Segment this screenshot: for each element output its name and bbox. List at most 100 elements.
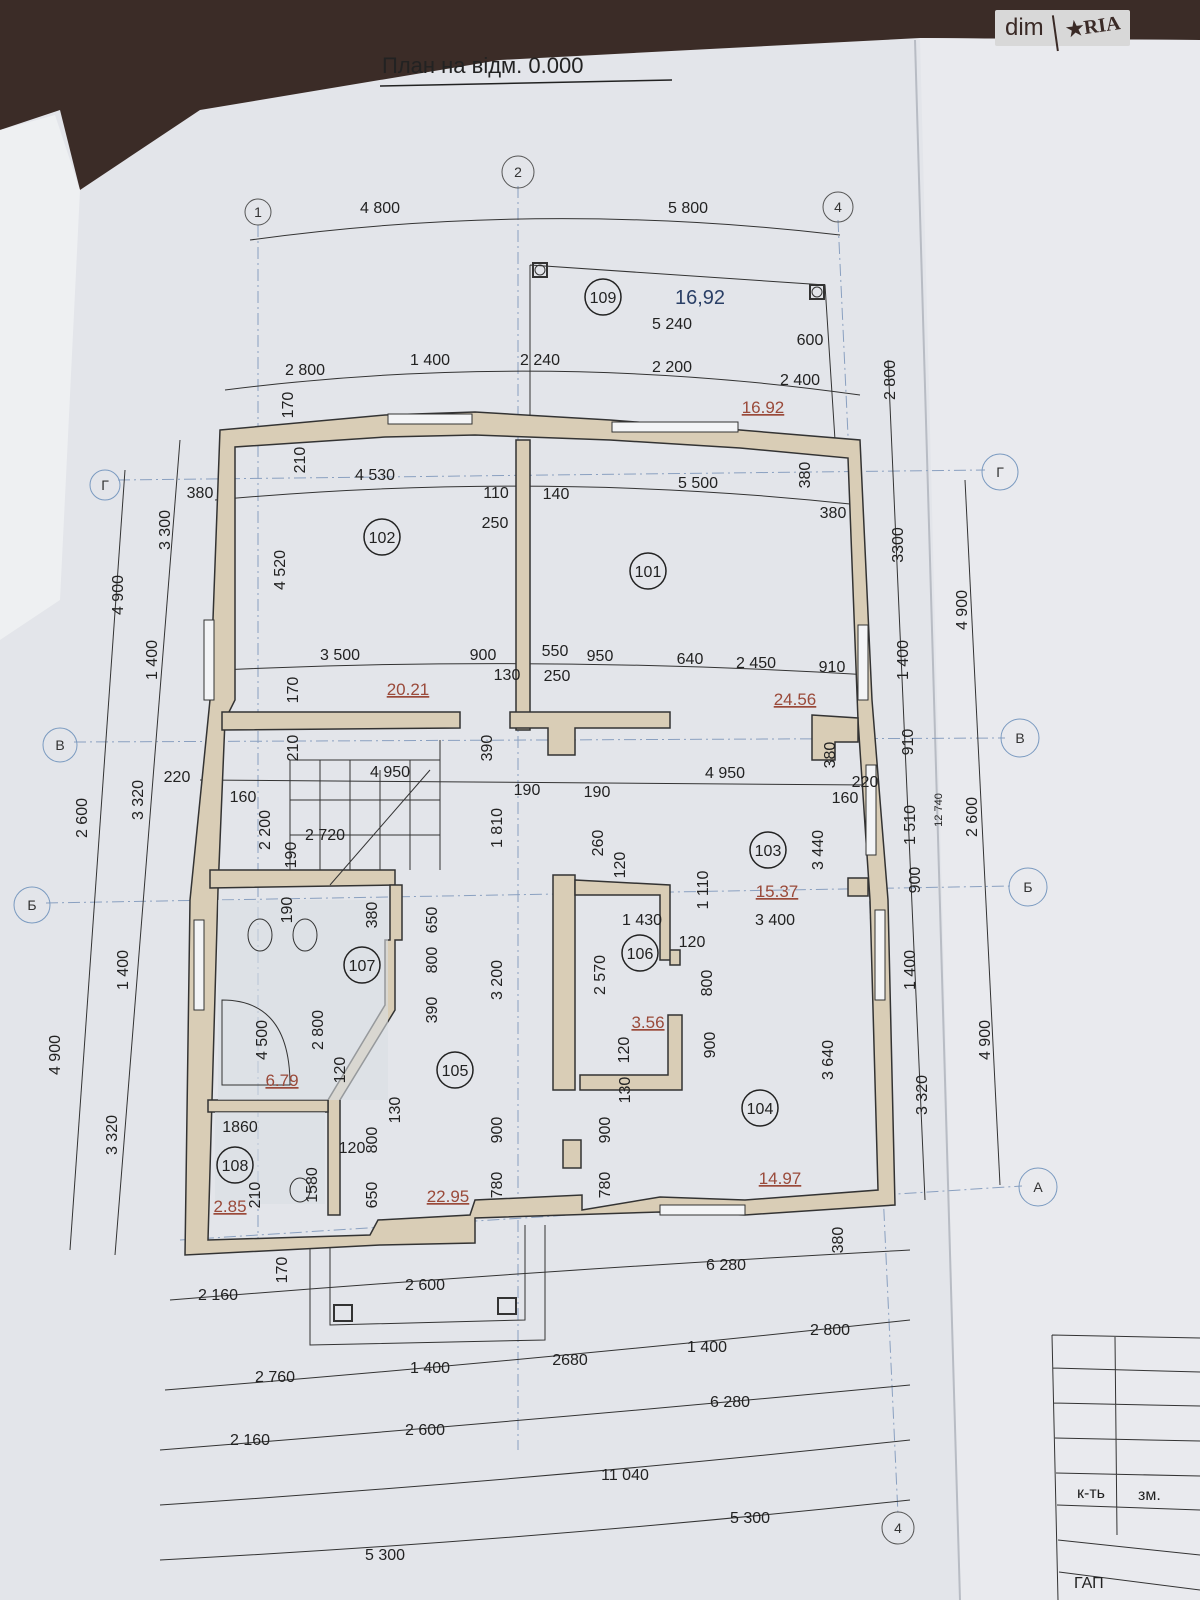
dimension-label: 2 160	[230, 1432, 270, 1449]
dimension-label: 650	[424, 907, 441, 934]
dimension-label: 6 280	[706, 1257, 746, 1274]
dimension-label: 380	[797, 462, 814, 489]
dimension-label: 260	[590, 830, 607, 857]
dimension-label: 2 800	[310, 1010, 327, 1050]
room-number: 104	[747, 1101, 774, 1118]
dimension-label: 2 600	[405, 1277, 445, 1294]
axis-marker-2: 2	[501, 155, 535, 189]
dimension-label: 12 740	[933, 793, 945, 827]
dimension-label: 1 400	[115, 950, 132, 990]
dimension-label: 800	[364, 1127, 381, 1154]
dimension-label: 2 800	[882, 360, 899, 400]
dimension-label: 800	[424, 947, 441, 974]
dimension-label: 190	[279, 897, 296, 924]
dimension-label: 910	[900, 729, 917, 756]
title-block-change: зм.	[1138, 1487, 1161, 1504]
dimension-label: 900	[470, 647, 497, 664]
dimension-label: 170	[280, 392, 297, 419]
room-area: 14.97	[759, 1169, 802, 1188]
dimension-label: 1 400	[902, 950, 919, 990]
room-number: 105	[442, 1063, 469, 1080]
dimension-label: 1 400	[895, 640, 912, 680]
dimension-label: 600	[797, 332, 824, 349]
dimension-label: 110	[483, 485, 509, 502]
dimension-label: 5 240	[652, 316, 692, 333]
room-number: 103	[755, 843, 782, 860]
dimension-label: 950	[587, 648, 614, 665]
dimension-label: 900	[489, 1117, 506, 1144]
left-page	[0, 115, 80, 640]
dimension-label: 220	[164, 769, 191, 786]
dimension-label: 1 510	[902, 805, 919, 845]
dimension-label: 4 800	[360, 200, 400, 217]
dimension-label: 380	[820, 505, 847, 522]
dimension-label: 1 810	[489, 808, 506, 848]
svg-text:2: 2	[514, 164, 522, 180]
dimension-label: 910	[819, 659, 846, 676]
room-area: 24.56	[774, 690, 817, 709]
room-number: 107	[349, 958, 376, 975]
dimension-label: 2 450	[736, 655, 776, 672]
dimension-label: 900	[597, 1117, 614, 1144]
dimension-label: 250	[544, 668, 571, 685]
dimension-label: 5 500	[678, 475, 718, 492]
axis-marker-4-bottom: 4	[881, 1511, 915, 1545]
dimension-label: 4 900	[110, 575, 127, 615]
dimension-label: 3 500	[320, 647, 360, 664]
axis-marker-1: 1	[244, 198, 272, 226]
room-areas: 16,9216.9220.2124.5615.373.566.7914.9722…	[213, 287, 816, 1216]
dimension-lines	[69, 218, 1001, 1561]
dimension-label: 2 600	[964, 797, 981, 837]
title-block: к-ть зм. ГАП	[1051, 1334, 1200, 1600]
svg-text:В: В	[55, 737, 64, 753]
terrace-109-outline	[529, 262, 836, 441]
svg-text:Б: Б	[27, 897, 36, 913]
dimension-label: 120	[616, 1037, 633, 1064]
title-block-gap: ГАП	[1074, 1575, 1104, 1592]
dimension-label: 3 200	[489, 960, 506, 1000]
dimension-label: 5 300	[365, 1547, 405, 1564]
dimension-label: 640	[677, 651, 704, 668]
dimension-label: 190	[514, 782, 541, 799]
dimension-label: 120	[679, 934, 706, 951]
axis-markers: 1 2 4 4 Г Г В В Б Б А	[13, 155, 1058, 1545]
svg-text:4: 4	[894, 1520, 902, 1536]
dimension-label: 2 240	[520, 352, 560, 369]
room-number: 106	[627, 946, 654, 963]
axis-marker-4: 4	[822, 191, 854, 223]
windows	[193, 413, 886, 1216]
dimension-label: 4 530	[355, 467, 395, 484]
dimension-label: 550	[542, 643, 569, 660]
axis-marker-g-right: Г	[981, 453, 1019, 491]
room-number: 108	[222, 1158, 249, 1175]
dimension-label: 3 320	[130, 780, 147, 820]
dimension-label: 1 110	[695, 870, 712, 909]
room-area: 15.37	[756, 882, 799, 901]
dimension-label: 1 430	[622, 912, 662, 929]
dimension-label: 4 950	[705, 765, 745, 782]
dimension-label: 2 800	[285, 362, 325, 379]
right-page	[920, 38, 1200, 1600]
dimension-label: 130	[617, 1077, 634, 1104]
room-number-circle	[216, 1146, 254, 1184]
dimension-label: 4 900	[47, 1035, 64, 1075]
bathroom-fixtures	[215, 900, 388, 1204]
room-area: 3.56	[631, 1013, 664, 1032]
dimension-label: 780	[489, 1172, 506, 1199]
room-number: 102	[369, 530, 396, 547]
room-area: 2.85	[213, 1197, 246, 1216]
dimria-watermark: dim ★RIA	[995, 4, 1133, 52]
dimension-label: 4 500	[254, 1020, 271, 1060]
dimension-label: 130	[387, 1097, 404, 1124]
watermark-ria-logo: ★RIA	[1051, 4, 1133, 52]
room-number: 101	[635, 564, 662, 581]
dimension-label: 210	[292, 447, 309, 474]
dimension-label: 4 900	[954, 590, 971, 630]
dimension-label: 2 570	[592, 955, 609, 995]
room-area: 16.92	[742, 398, 785, 417]
dimension-label: 220	[852, 774, 879, 791]
dimension-label: 900	[907, 867, 924, 894]
